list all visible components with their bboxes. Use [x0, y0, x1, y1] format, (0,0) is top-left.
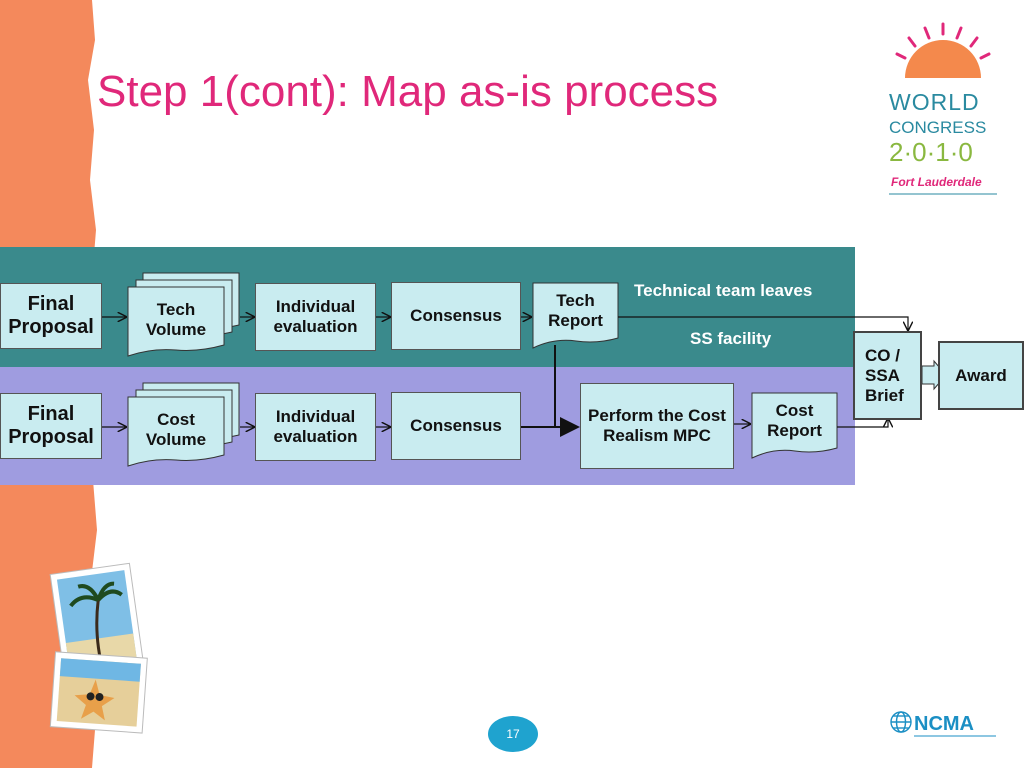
cost-final-proposal: Final Proposal: [0, 393, 102, 459]
page-number: 17: [488, 716, 538, 752]
slide-title: Step 1(cont): Map as-is process: [97, 67, 719, 116]
tech-report-label: Tech Report: [548, 291, 603, 330]
cost-report-document: [751, 392, 838, 459]
logo-line-world: WORLD: [889, 89, 980, 115]
technical-team-leaves-label: Technical team leaves: [634, 281, 813, 300]
co-ssa-brief: CO / SSA Brief: [853, 331, 922, 420]
ss-facility-label: SS facility: [690, 329, 772, 348]
cost-volume-document: [127, 382, 240, 467]
cost-individual-evaluation: Individual evaluation: [255, 393, 376, 461]
logo-line-year: 2·0·1·0: [889, 137, 973, 167]
globe-icon: [890, 711, 912, 733]
beach-photos: [49, 562, 148, 734]
ncma-logo: NCMA: [890, 711, 996, 737]
ncma-logo-text: NCMA: [914, 713, 974, 735]
tech-final-proposal: Final Proposal: [0, 283, 102, 349]
tech-volume-label: Tech Volume: [145, 300, 207, 339]
logo-line-city: Fort Lauderdale: [891, 175, 982, 189]
cost-volume-label: Cost Volume: [145, 410, 207, 449]
cost-report-label: Cost Report: [767, 401, 822, 440]
tech-consensus: Consensus: [391, 282, 521, 350]
tech-report-document: [532, 282, 619, 349]
tech-volume-document: [127, 272, 240, 357]
world-congress-logo: WORLD CONGRESS 2·0·1·0 Fort Lauderdale: [889, 22, 997, 195]
cost-realism-mpc: Perform the Cost Realism MPC: [580, 383, 734, 469]
tech-individual-evaluation: Individual evaluation: [255, 283, 376, 351]
award: Award: [938, 341, 1024, 410]
cost-consensus: Consensus: [391, 392, 521, 460]
logo-line-congress: CONGRESS: [889, 118, 986, 137]
